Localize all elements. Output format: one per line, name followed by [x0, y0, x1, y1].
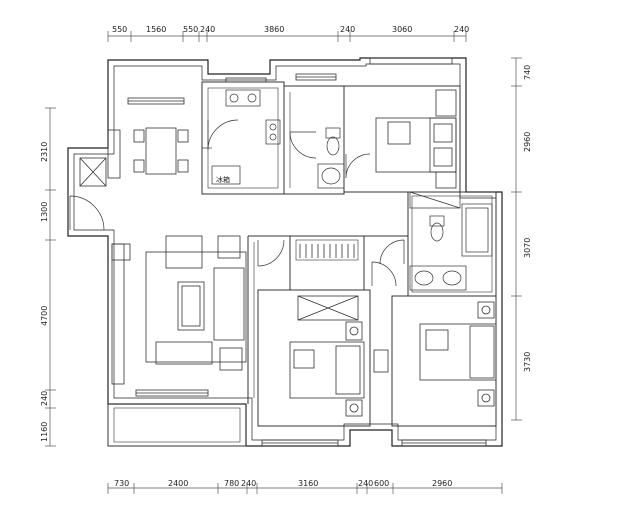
kitchen-fixtures [202, 89, 281, 185]
bottom-dim-5: 3160 [298, 479, 318, 488]
bottom-dim-1: 730 [114, 479, 129, 488]
left-dim-1: 2310 [40, 142, 49, 162]
right-dim-4: 3730 [523, 352, 532, 372]
windows [127, 57, 487, 447]
bottom-dim-8: 2960 [432, 479, 452, 488]
doors [69, 119, 405, 287]
shaft-box [79, 157, 107, 187]
bottom-dim-7: 600 [374, 479, 389, 488]
top-bedroom-bed [375, 89, 457, 189]
living-furniture [111, 235, 247, 385]
bottom-dim-6: 240 [358, 479, 373, 488]
top-dim-2: 1560 [146, 25, 166, 34]
top-dim-3: 550 [183, 25, 198, 34]
top-dim-6: 240 [340, 25, 355, 34]
top-dim-5: 3860 [264, 25, 284, 34]
middle-bedroom-bed [289, 321, 389, 417]
top-dim-8: 240 [454, 25, 469, 34]
left-dim-4: 240 [40, 391, 49, 406]
fridge-label: 冰箱 [216, 175, 230, 184]
bath1-fixtures [317, 127, 345, 189]
left-dim-2: 1300 [40, 202, 49, 222]
right-dimension-labels: 740 2960 3070 3730 [523, 65, 532, 372]
bottom-dim-2: 2400 [168, 479, 188, 488]
right-dim-2: 2960 [523, 132, 532, 152]
dining-table [107, 127, 189, 179]
bottom-dim-4: 240 [241, 479, 256, 488]
top-dimension-labels: 550 1560 550 240 3860 240 3060 240 [112, 25, 469, 34]
bottom-dim-3: 780 [224, 479, 239, 488]
interior-walls [201, 81, 497, 427]
right-bedroom-bed [419, 301, 497, 407]
left-dim-5: 1160 [40, 422, 49, 442]
closet-hangers [297, 244, 359, 321]
left-dimension-labels: 2310 1300 4700 240 1160 [40, 142, 49, 442]
left-dim-3: 4700 [40, 306, 49, 326]
bottom-dimension-line [107, 483, 503, 494]
exterior-walls [67, 57, 503, 447]
right-dim-3: 3070 [523, 238, 532, 258]
right-dim-1: 740 [523, 65, 532, 80]
top-dim-1: 550 [112, 25, 127, 34]
left-dimension-line [45, 107, 56, 447]
bottom-dimension-labels: 730 2400 780 240 3160 240 600 2960 [114, 479, 452, 488]
right-dimension-line [511, 57, 522, 421]
bath2-fixtures [409, 191, 493, 291]
balcony [107, 403, 247, 447]
top-dim-7: 3060 [392, 25, 412, 34]
top-dim-4: 240 [200, 25, 215, 34]
top-dimension-line [107, 31, 467, 42]
